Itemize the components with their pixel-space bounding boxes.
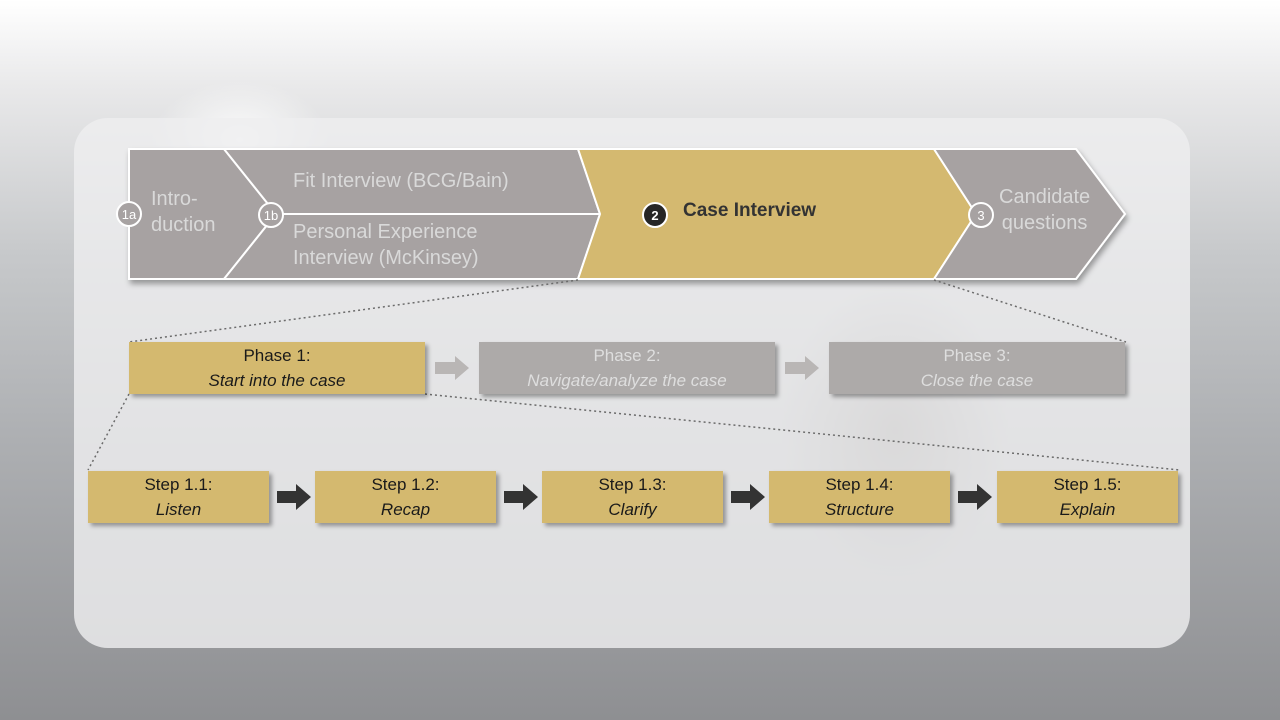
phase-arrow-2 xyxy=(785,356,819,380)
connector-line-step-right xyxy=(424,393,1181,471)
step-arrow-4 xyxy=(958,484,992,510)
phase-box-1: Phase 1: Start into the case xyxy=(129,342,425,394)
connector-line-phase-left xyxy=(128,279,579,343)
step-5-subtitle: Explain xyxy=(1059,500,1116,519)
intro-line2: duction xyxy=(151,214,216,236)
connector-line-step-left xyxy=(87,393,130,471)
badge-2: 2 xyxy=(642,202,668,228)
step-box-5: Step 1.5: Explain xyxy=(997,471,1178,523)
intro-line1: Intro- xyxy=(151,188,198,210)
phase-3-subtitle: Close the case xyxy=(920,371,1034,390)
step-box-1: Step 1.1: Listen xyxy=(88,471,269,523)
phase-box-2: Phase 2: Navigate/analyze the case xyxy=(479,342,775,394)
candidate-questions-label: Candidate questions xyxy=(999,184,1090,236)
badge-1b: 1b xyxy=(258,202,284,228)
step-2-title: Step 1.2: xyxy=(371,474,440,494)
phase-2-title: Phase 2: xyxy=(593,345,661,365)
step-1-title: Step 1.1: xyxy=(144,474,213,494)
connector-line-phase-right xyxy=(933,279,1127,343)
phase-3-title: Phase 3: xyxy=(943,345,1011,365)
step-box-3: Step 1.3: Clarify xyxy=(542,471,723,523)
phase-box-3: Phase 3: Close the case xyxy=(829,342,1125,394)
personal-experience-line2: Interview (McKinsey) xyxy=(293,247,479,269)
step-4-title: Step 1.4: xyxy=(825,474,894,494)
intro-label: Intro- duction xyxy=(151,186,216,238)
step-3-subtitle: Clarify xyxy=(608,500,657,519)
personal-experience-line1: Personal Experience xyxy=(293,221,478,243)
step-1-subtitle: Listen xyxy=(155,500,202,519)
step-box-2: Step 1.2: Recap xyxy=(315,471,496,523)
step-5-title: Step 1.5: xyxy=(1053,474,1122,494)
badge-3: 3 xyxy=(968,202,994,228)
case-interview-label: Case Interview xyxy=(683,200,817,221)
candidate-line1: Candidate xyxy=(999,186,1091,208)
phase-1-title: Phase 1: xyxy=(243,345,311,365)
personal-experience-label: Personal Experience Interview (McKinsey) xyxy=(293,219,479,271)
phase-arrow-1 xyxy=(435,356,469,380)
candidate-line2: questions xyxy=(1001,212,1088,234)
fit-interview-label: Fit Interview (BCG/Bain) xyxy=(293,170,509,192)
step-4-subtitle: Structure xyxy=(825,500,894,519)
phase-2-subtitle: Navigate/analyze the case xyxy=(527,371,727,390)
step-3-title: Step 1.3: xyxy=(598,474,667,494)
badge-1a: 1a xyxy=(116,201,142,227)
phase-1-subtitle: Start into the case xyxy=(208,371,346,390)
step-2-subtitle: Recap xyxy=(380,500,431,519)
step-arrow-3 xyxy=(731,484,765,510)
step-arrow-1 xyxy=(277,484,311,510)
step-box-4: Step 1.4: Structure xyxy=(769,471,950,523)
step-arrow-2 xyxy=(504,484,538,510)
